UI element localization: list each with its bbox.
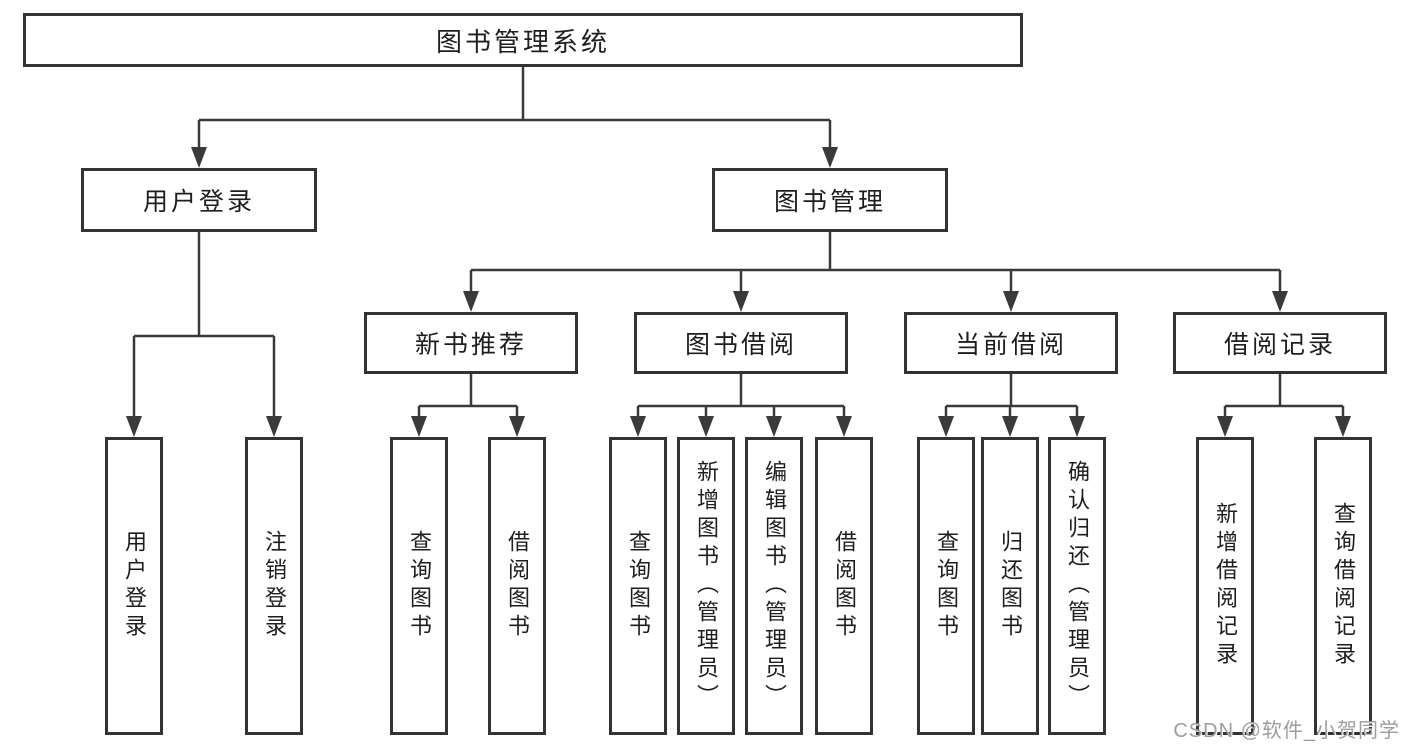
leaf-borrow-books-recommend: 借阅图书 [488,437,546,735]
watermark: CSDN @软件_小贺同学 [1173,720,1400,742]
node-library-system: 图书管理系统 [23,13,1023,67]
node-user-login: 用户登录 [81,168,317,232]
node-new-book-recommendation: 新书推荐 [364,312,578,374]
leaf-query-books-borrow: 查询图书 [609,437,667,735]
node-book-borrowing: 图书借阅 [634,312,848,374]
leaf-user-login: 用户登录 [105,437,163,735]
leaf-add-borrow-record: 新增借阅记录 [1196,437,1254,735]
leaf-return-books: 归还图书 [981,437,1039,735]
leaf-edit-books-admin: 编辑图书（管理员） [745,437,803,735]
leaf-query-borrow-record: 查询借阅记录 [1314,437,1372,735]
node-current-borrowing: 当前借阅 [904,312,1118,374]
leaf-query-books-current: 查询图书 [917,437,975,735]
node-book-management: 图书管理 [712,168,948,232]
leaf-borrow-books: 借阅图书 [815,437,873,735]
leaf-query-books-recommend: 查询图书 [390,437,448,735]
leaf-confirm-return-admin: 确认归还（管理员） [1048,437,1106,735]
leaf-add-books-admin: 新增图书（管理员） [677,437,735,735]
leaf-logout: 注销登录 [245,437,303,735]
node-borrowing-records: 借阅记录 [1173,312,1387,374]
